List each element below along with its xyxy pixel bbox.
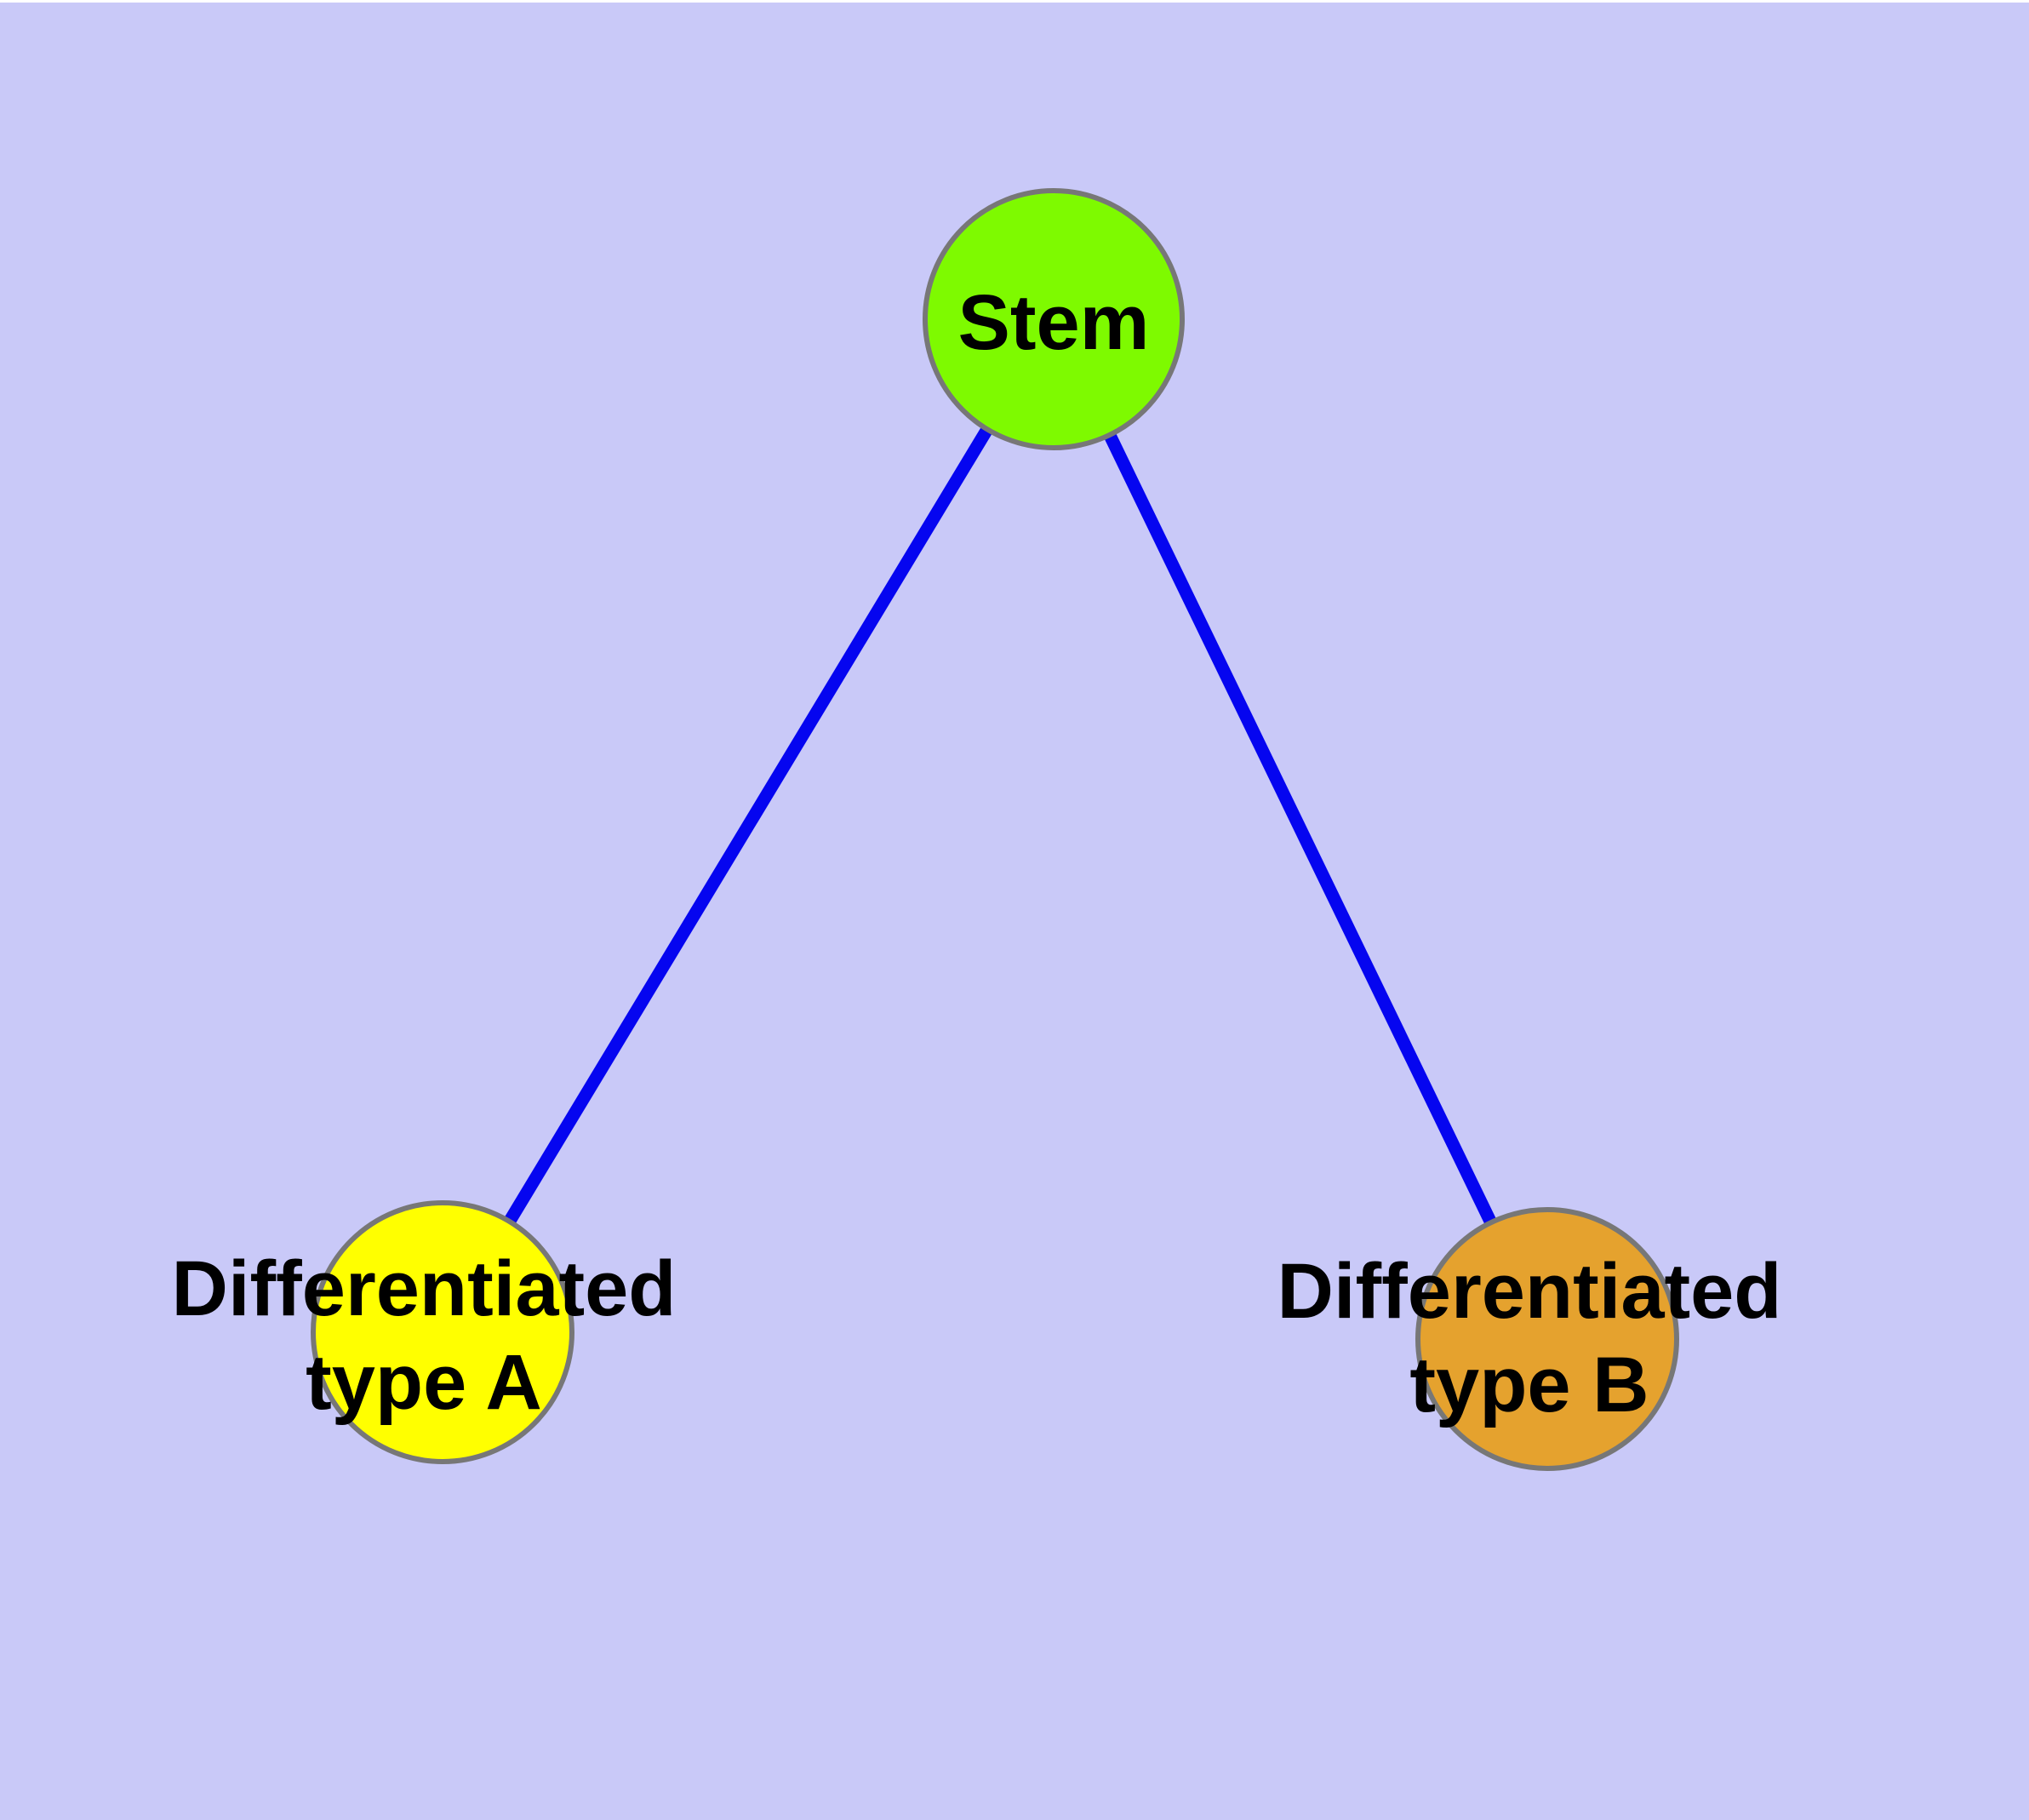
node-differentiated-type-b-label: Differentiated type B xyxy=(1277,1245,1782,1432)
node-type-a-label-line2: type A xyxy=(306,1339,542,1426)
node-type-b-label-line2: type B xyxy=(1409,1342,1649,1428)
node-type-a-label-line1: Differentiated xyxy=(171,1245,677,1332)
node-differentiated-type-a-circle xyxy=(311,1200,574,1464)
node-stem-label: Stem xyxy=(958,276,1150,369)
node-stem-circle xyxy=(923,188,1185,450)
edge-stem-to-type-a xyxy=(437,316,1060,1336)
node-stem-label-text: Stem xyxy=(957,279,1150,366)
node-type-b-label-line1: Differentiated xyxy=(1277,1248,1782,1335)
node-differentiated-type-b-circle xyxy=(1415,1207,1679,1471)
edge-stem-to-type-b xyxy=(1048,316,1553,1342)
node-differentiated-type-a-label: Differentiated type A xyxy=(172,1242,677,1429)
